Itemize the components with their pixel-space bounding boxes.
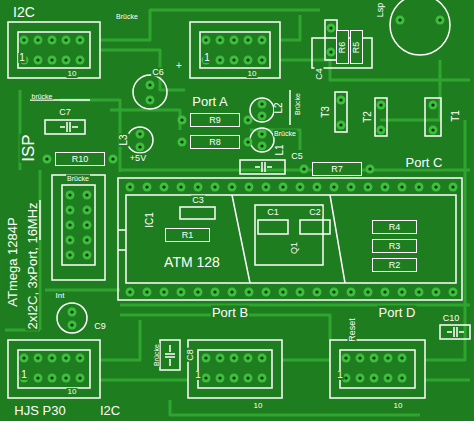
silkscreen-label: L1 bbox=[275, 143, 285, 156]
silkscreen-label: Port D bbox=[378, 306, 417, 319]
silkscreen-label: C6 bbox=[151, 68, 165, 77]
resistor-symbol: R4 bbox=[372, 220, 417, 234]
silkscreen-label: C2 bbox=[308, 208, 322, 217]
silkscreen-label: 2xI2C, 3xPort, 16MHz bbox=[26, 201, 39, 330]
silkscreen-label: 1 bbox=[18, 53, 26, 63]
silkscreen-label: I2C bbox=[99, 404, 121, 417]
part-name: R9 bbox=[209, 116, 221, 125]
silkscreen-label: C8 bbox=[186, 348, 195, 362]
silkscreen-label: ISP bbox=[20, 133, 37, 162]
silkscreen-label: 10 bbox=[393, 402, 404, 410]
silkscreen-label: Reset bbox=[348, 317, 357, 343]
silkscreen-label: T3 bbox=[321, 105, 331, 119]
silkscreen-label: Brücke bbox=[294, 92, 301, 116]
silkscreen-label: C5 bbox=[290, 152, 304, 161]
silkscreen-label: C3 bbox=[191, 196, 205, 205]
silkscreen-label: C1 bbox=[266, 208, 280, 217]
resistor-symbol: R5 bbox=[350, 30, 363, 64]
silkscreen-label: 10 bbox=[253, 402, 264, 410]
silkscreen-label: C9 bbox=[93, 322, 107, 331]
resistor-symbol: R6 bbox=[336, 30, 349, 64]
part-name: R1 bbox=[182, 231, 194, 240]
silkscreen-label: Q1 bbox=[290, 241, 299, 255]
silkscreen-label: C10 bbox=[442, 314, 461, 323]
silkscreen-label: Brücke bbox=[115, 13, 139, 20]
silkscreen-label: brücke bbox=[30, 93, 53, 100]
silkscreen-label: + bbox=[175, 61, 183, 71]
silkscreen-label: Brücke bbox=[66, 175, 90, 182]
silkscreen-label: Brücke bbox=[273, 130, 297, 137]
silkscreen-label: 10 bbox=[247, 70, 258, 78]
silkscreen-label: Port B bbox=[211, 306, 249, 319]
silkscreen-label: T1 bbox=[451, 109, 461, 123]
silkscreen-label: Int bbox=[55, 292, 66, 300]
silkscreen-label: Brücke bbox=[153, 343, 160, 367]
silkscreen-label: I2C bbox=[12, 5, 36, 19]
part-name: R5 bbox=[352, 41, 361, 53]
silkscreen-label: ATmega 1284P bbox=[6, 216, 19, 307]
silkscreen-label: Port C bbox=[405, 156, 444, 169]
resistor-symbol: R10 bbox=[55, 152, 105, 166]
silkscreen-label: 10 bbox=[67, 70, 78, 78]
part-name: R4 bbox=[389, 223, 401, 232]
silkscreen-label: 1 bbox=[336, 370, 344, 380]
part-name: R10 bbox=[72, 155, 89, 164]
silkscreen-label: Port A bbox=[191, 95, 228, 108]
part-name: R6 bbox=[338, 41, 347, 53]
resistor-symbol: R2 bbox=[372, 258, 417, 272]
part-name: R8 bbox=[209, 138, 221, 147]
silkscreen-label: Lsp bbox=[376, 2, 385, 19]
resistor-symbol: R7 bbox=[312, 162, 362, 176]
silkscreen-label: T2 bbox=[363, 110, 373, 124]
resistor-symbol: R9 bbox=[190, 113, 240, 127]
silkscreen-label: +5V bbox=[129, 154, 147, 163]
silkscreen-label: 1 bbox=[194, 370, 202, 380]
silkscreen-label: 1 bbox=[203, 53, 211, 63]
part-name: R3 bbox=[389, 242, 401, 251]
part-name: R7 bbox=[331, 165, 343, 174]
silkscreen-label: 10 bbox=[67, 388, 78, 396]
silkscreen-label: ATM 128 bbox=[163, 255, 221, 269]
silkscreen-label: IC1 bbox=[145, 211, 155, 229]
resistor-symbol: R3 bbox=[372, 239, 417, 253]
silkscreen-label: C4 bbox=[315, 67, 324, 81]
silkscreen-label: C7 bbox=[58, 108, 72, 117]
silkscreen-label: L3 bbox=[119, 133, 129, 146]
resistor-symbol: R1 bbox=[165, 228, 210, 242]
silkscreen-label: L2 bbox=[274, 101, 284, 114]
resistor-symbol: R8 bbox=[190, 135, 240, 149]
part-name: R2 bbox=[389, 261, 401, 270]
silkscreen-label: 1 bbox=[20, 370, 28, 380]
silkscreen-label: HJS P30 bbox=[13, 404, 66, 417]
